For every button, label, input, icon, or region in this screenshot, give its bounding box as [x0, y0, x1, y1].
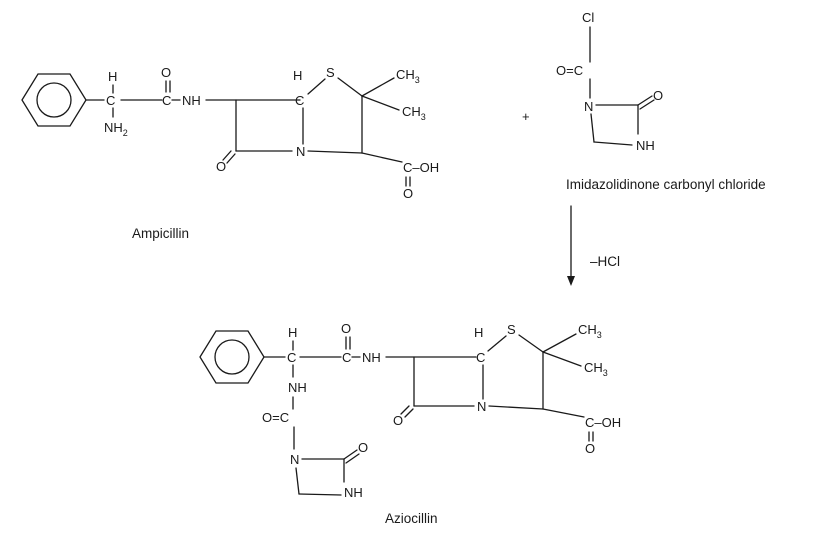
atom-oc: O=C [262, 410, 289, 425]
atom-nh: NH [182, 93, 201, 108]
atom-h: H [474, 325, 483, 340]
atom-ch3: CH3 [396, 67, 420, 85]
atom-oc: O=C [556, 63, 583, 78]
reagent-label: Imidazolidinone carbonyl chloride [566, 177, 766, 192]
atom-o: O [161, 65, 171, 80]
aziocillin-structure: H C O C NH NH O=C N O NH O H C N [199, 321, 621, 500]
atom-n: N [290, 452, 299, 467]
atom-ch3: CH3 [578, 322, 602, 340]
benzene-aromatic-circle [214, 339, 250, 375]
atom-nh: NH [636, 138, 655, 153]
atom-s: S [507, 322, 516, 337]
atom-nh: NH [344, 485, 363, 500]
atom-s: S [326, 65, 335, 80]
atom-cooh: C–OH [585, 415, 621, 430]
atom-o: O [653, 88, 663, 103]
reaction-arrow [567, 205, 575, 286]
aziocillin-label: Aziocillin [385, 511, 438, 526]
atom-c: C [106, 93, 115, 108]
atom-nh: NH [362, 350, 381, 365]
atom-h: H [288, 325, 297, 340]
reagent-structure: Cl O=C N O NH [556, 10, 663, 153]
atom-c: C [287, 350, 296, 365]
ampicillin-label: Ampicillin [132, 226, 189, 241]
atom-c: C [295, 93, 304, 108]
atom-o: O [403, 186, 413, 201]
atom-o: O [216, 159, 226, 174]
benzene-ring [21, 73, 87, 127]
atom-o: O [358, 440, 368, 455]
atom-n: N [477, 399, 486, 414]
atom-o: O [393, 413, 403, 428]
benzene-ring [199, 330, 265, 384]
benzene-aromatic-circle [36, 82, 72, 118]
atom-cooh: C–OH [403, 160, 439, 175]
atom-c: C [476, 350, 485, 365]
atom-c: C [342, 350, 351, 365]
atom-ch3: CH3 [584, 360, 608, 378]
ampicillin-structure: H C NH2 O C NH O H C N S CH3 CH3 C–OH [21, 65, 439, 201]
atom-cl: Cl [582, 10, 594, 25]
atom-nh2: NH2 [104, 120, 128, 138]
plus-sign: + [522, 109, 530, 124]
atom-n: N [296, 144, 305, 159]
atom-h: H [293, 68, 302, 83]
atom-h: H [108, 69, 117, 84]
atom-n: N [584, 99, 593, 114]
atom-c: C [162, 93, 171, 108]
arrow-condition: –HCl [590, 254, 620, 269]
atom-ch3: CH3 [402, 104, 426, 122]
atom-nh: NH [288, 380, 307, 395]
atom-o: O [585, 441, 595, 456]
atom-o: O [341, 321, 351, 336]
